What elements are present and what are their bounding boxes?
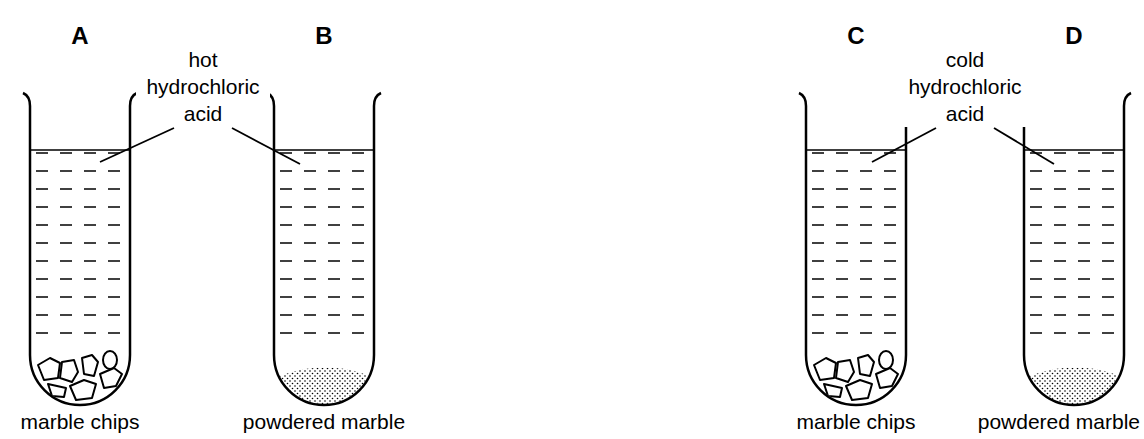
tube-letter: C (847, 22, 864, 50)
leader-lines (100, 128, 1054, 164)
contents-label: marble chips (20, 408, 139, 435)
leader-line (994, 128, 1054, 164)
tube-letter: A (71, 22, 88, 50)
leader-line (872, 128, 936, 162)
liquid-label: cold hydrochloric acid (898, 46, 1032, 127)
test-tube (799, 93, 913, 405)
tube-letter: D (1065, 22, 1082, 50)
leader-line (100, 128, 174, 162)
contents-label: powdered marble (978, 408, 1140, 435)
tube-letter: B (315, 22, 332, 50)
leader-line (232, 128, 300, 164)
test-tube (1017, 93, 1131, 410)
test-tube (267, 93, 381, 410)
contents-label: marble chips (796, 408, 915, 435)
liquid-label: hot hydrochloric acid (136, 46, 270, 127)
contents-label: powdered marble (243, 408, 405, 435)
test-tube (23, 93, 137, 405)
